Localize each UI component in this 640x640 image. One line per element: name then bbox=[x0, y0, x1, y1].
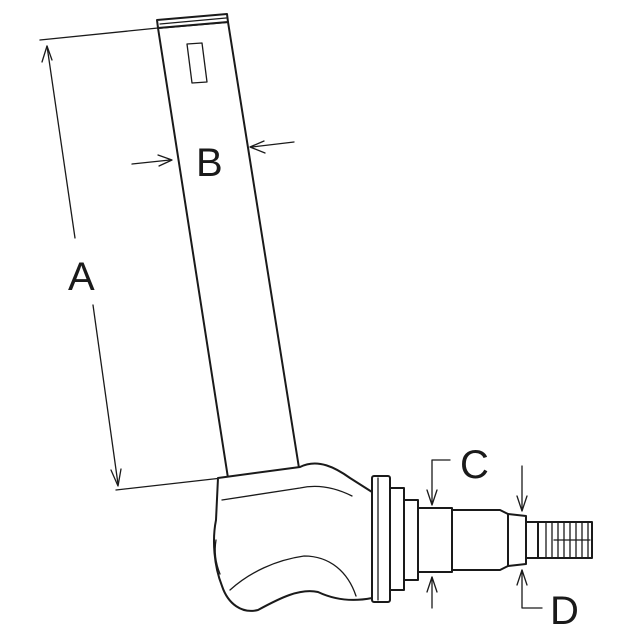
threaded-end bbox=[525, 521, 593, 559]
knuckle-upper-edge bbox=[221, 485, 353, 501]
dimension-c-top-leader bbox=[431, 459, 451, 504]
flange-plate bbox=[371, 475, 391, 603]
knuckle-left-curve bbox=[214, 539, 221, 575]
dimension-c-bottom-arrow bbox=[426, 576, 438, 593]
dimension-c-top-arrow bbox=[426, 489, 438, 506]
spindle-flange bbox=[371, 475, 419, 603]
shaft-body bbox=[157, 21, 300, 479]
label-c: C bbox=[460, 443, 489, 487]
outer-bearing-journal bbox=[507, 513, 527, 567]
dimension-b-right-line bbox=[251, 141, 295, 148]
dimension-d-bottom-arrow bbox=[516, 569, 528, 586]
knuckle-body bbox=[213, 462, 373, 612]
dimension-a-top-extension bbox=[39, 27, 159, 41]
label-b: B bbox=[196, 141, 223, 185]
label-a: A bbox=[68, 255, 95, 299]
dimension-c: C bbox=[426, 443, 489, 609]
flange-collar bbox=[389, 487, 405, 591]
dimension-a: A bbox=[39, 27, 223, 491]
label-d: D bbox=[550, 589, 579, 633]
dimension-b-left-arrow bbox=[157, 154, 173, 167]
knuckle-lower-curve bbox=[229, 555, 357, 597]
dimension-a-line-upper bbox=[46, 45, 76, 239]
dimension-a-top-arrow bbox=[41, 45, 53, 63]
spindle-shaft bbox=[156, 13, 300, 479]
dimension-a-line-lower bbox=[92, 304, 119, 485]
dimension-d: D bbox=[516, 465, 579, 633]
dimension-a-bottom-extension bbox=[115, 477, 223, 491]
spindle-shoulder bbox=[403, 499, 419, 581]
dimension-d-bottom-leader bbox=[521, 569, 543, 609]
keyway-slot bbox=[186, 42, 208, 84]
dimension-b-right-arrow bbox=[249, 140, 266, 154]
spindle-journals bbox=[417, 507, 527, 573]
dimension-b-left-line bbox=[131, 159, 171, 165]
thread-shoulder bbox=[525, 521, 539, 559]
middle-journal bbox=[451, 509, 509, 571]
dimension-a-bottom-arrow bbox=[110, 468, 122, 487]
dimension-b: B bbox=[131, 140, 295, 185]
dimension-d-top-arrow bbox=[516, 495, 528, 512]
steering-knuckle bbox=[213, 462, 373, 612]
inner-bearing-journal bbox=[417, 507, 453, 573]
shaft-cap-groove bbox=[159, 17, 227, 25]
